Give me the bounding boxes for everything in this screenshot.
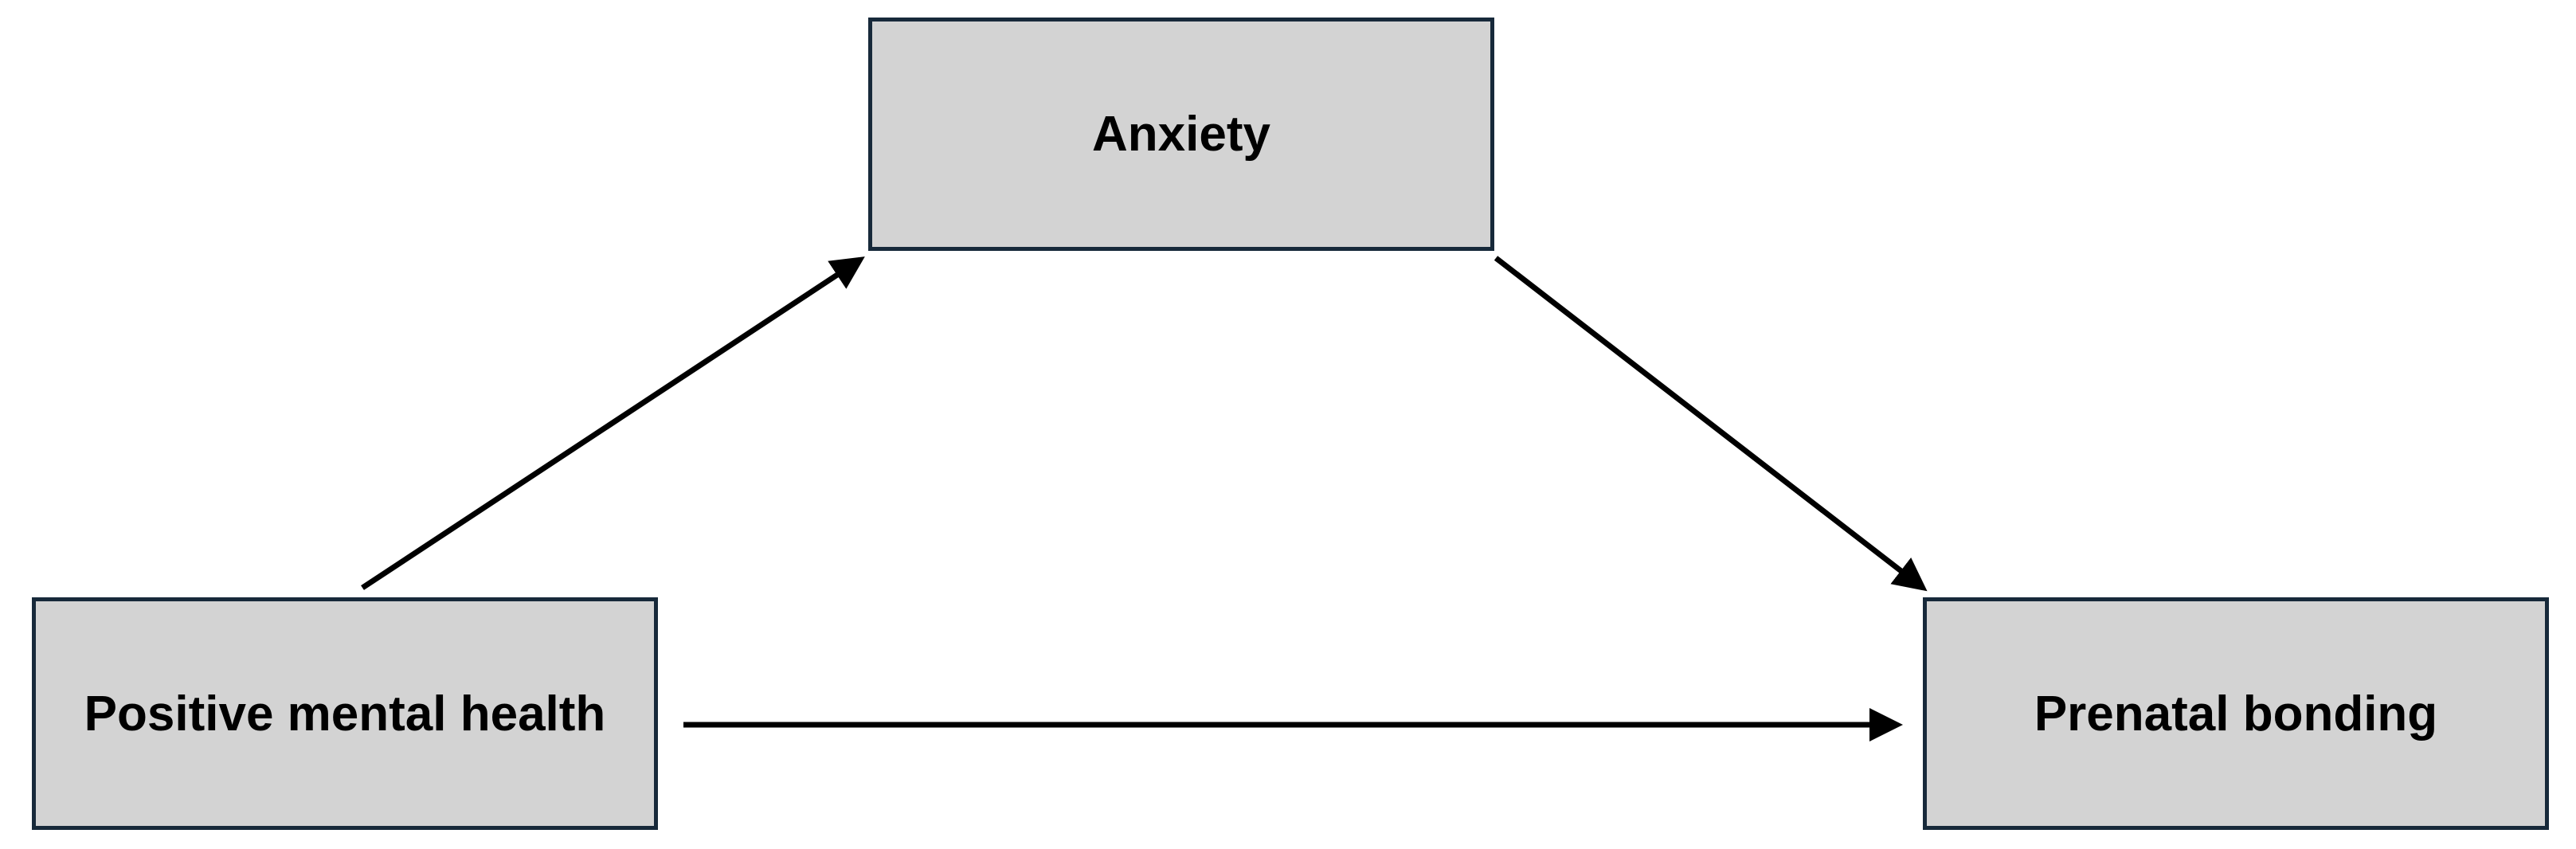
prenatal-bonding-label: Prenatal bonding — [2034, 686, 2438, 741]
positive-mental-health-label: Positive mental health — [84, 686, 606, 741]
anxiety-node: Anxiety — [868, 18, 1494, 251]
prenatal-bonding-node: Prenatal bonding — [1923, 597, 2549, 830]
arrow-anxiety-to-bonding — [1494, 256, 1928, 592]
anxiety-label: Anxiety — [1092, 107, 1270, 162]
positive-mental-health-node: Positive mental health — [32, 597, 658, 830]
arrow-pmh-to-anxiety — [361, 256, 865, 590]
